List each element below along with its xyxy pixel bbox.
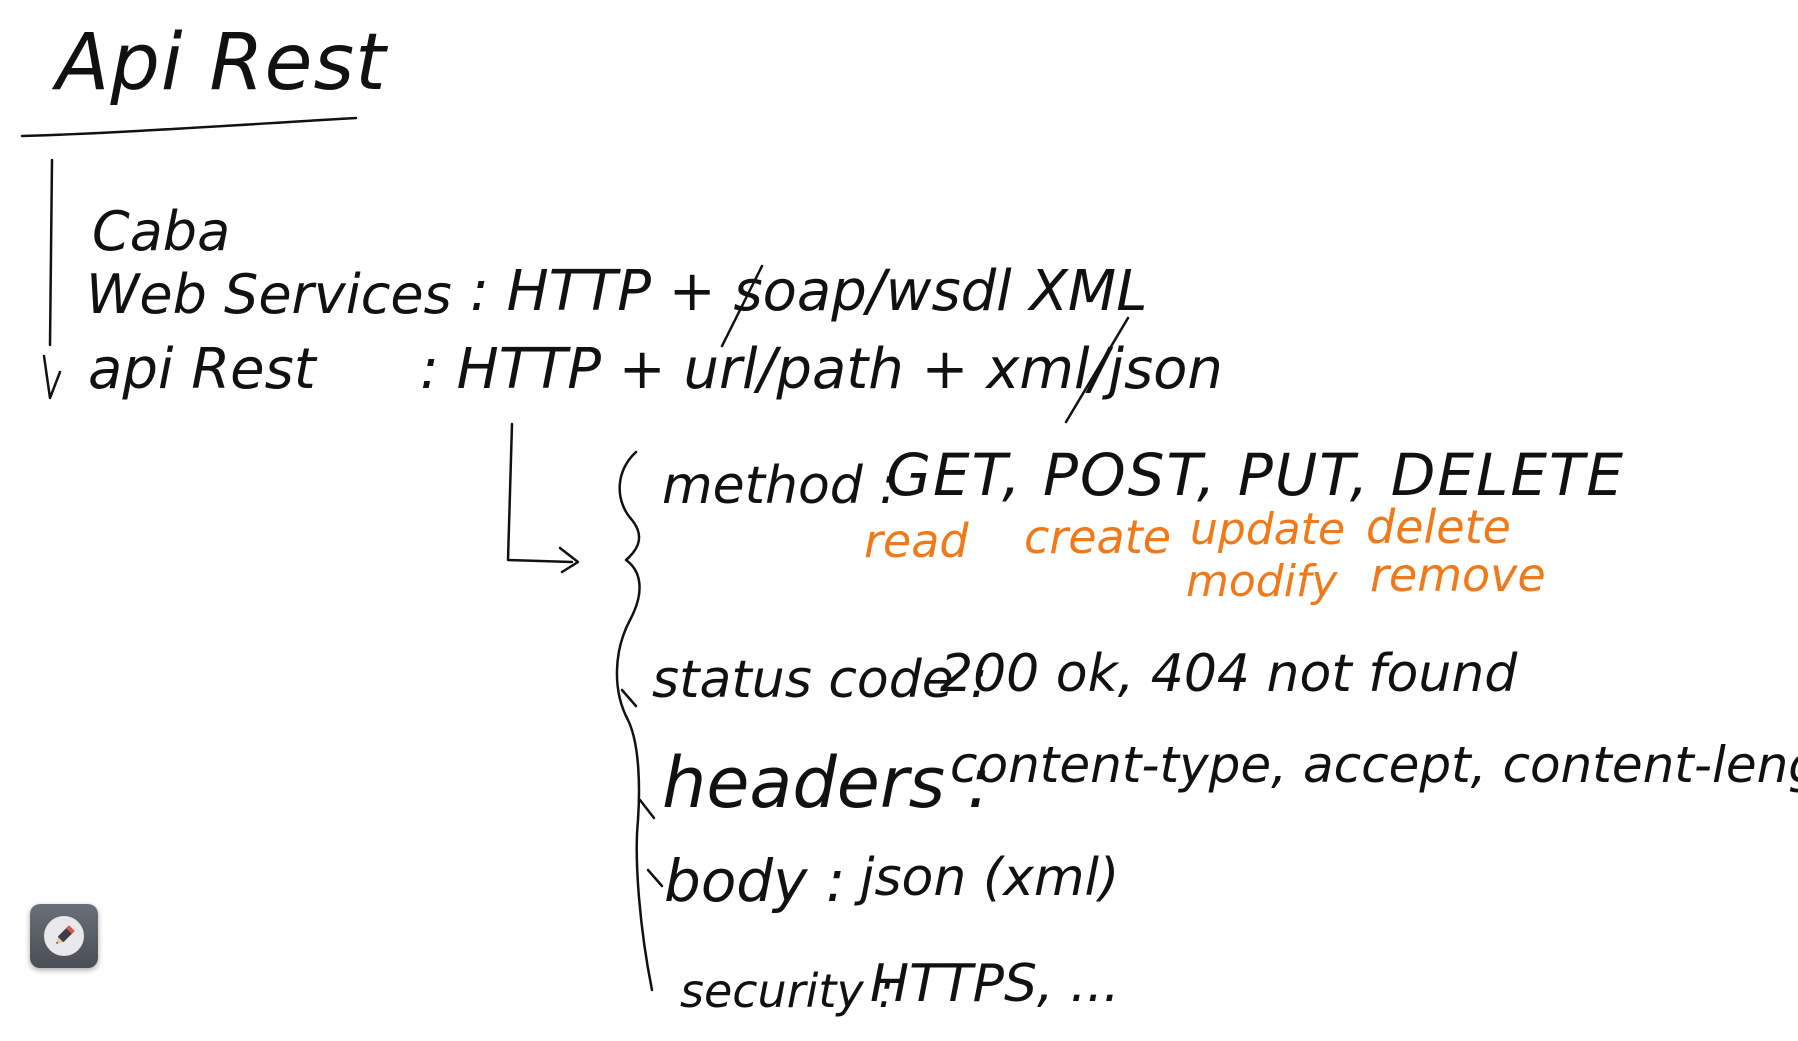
annotation-create: create [1024,510,1172,564]
annotation-update: update [1190,504,1346,555]
headers-label: headers : [662,742,991,824]
status-code-label: status code : [652,650,988,710]
annotation-read: read [864,514,969,568]
l-arrow [506,422,574,564]
left-vertical-line [48,158,54,347]
api-rest-value: : HTTP + url/path + xml/json [420,337,1223,402]
page-title: Api Rest [56,18,387,108]
annotation-remove: remove [1370,548,1546,602]
api-rest-label: api Rest [88,337,316,402]
status-code-value: 200 ok, 404 not found [940,644,1518,704]
body-label: body : [664,847,846,915]
web-services-label: Web Services [86,263,452,326]
headers-value: content-type, accept, content-length [950,736,1798,794]
security-value: HTTPS, ... [870,954,1120,1014]
annotation-delete: delete [1366,500,1511,554]
caba-line: Caba [92,200,231,263]
brace-tick-3 [646,868,664,888]
security-label: security : [680,964,894,1018]
annotate-tool-button[interactable] [30,904,98,968]
api-arrow-mark [42,354,62,400]
method-values: GET, POST, PUT, DELETE [886,441,1626,509]
method-label: method : [662,456,897,516]
pencil-icon [44,916,84,956]
annotation-modify: modify [1186,556,1338,607]
body-value: json (xml) [860,848,1120,908]
web-services-value: : HTTP + soap/wsdl XML [470,259,1148,324]
curly-brace [615,450,654,992]
brace-tick-2 [638,798,656,820]
title-underline [20,116,358,138]
l-arrow-head [558,546,580,574]
brace-tick-1 [620,688,638,708]
